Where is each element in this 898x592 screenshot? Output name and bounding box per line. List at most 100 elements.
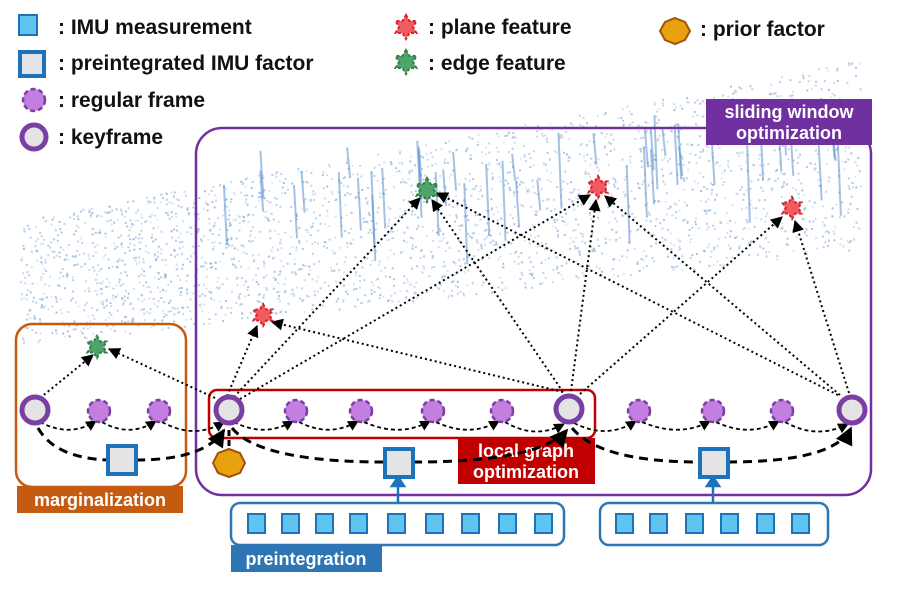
preint-arrowhead-right [704, 474, 722, 488]
frames [19, 393, 868, 426]
imu-measurement-3 [685, 513, 704, 534]
link-factor2-kf3 [412, 428, 569, 464]
imu-factor-2 [383, 447, 415, 479]
link-factor3-kf4 [727, 426, 853, 464]
legend-plane-feature: : plane feature [393, 13, 572, 41]
imu-measurement-4 [349, 513, 368, 534]
preintegration-arrows [389, 474, 722, 503]
plane-feature-1 [251, 302, 275, 328]
legend-preintegrated-imu-factor: : preintegrated IMU factor [18, 50, 314, 78]
imu-measurement-6 [791, 513, 810, 534]
imu-factor-1 [106, 444, 138, 476]
imu-factors [106, 444, 730, 479]
imu-factor-3 [698, 447, 730, 479]
edge-feature-2 [414, 176, 440, 204]
regular-frame-icon [21, 87, 47, 113]
regular-frame [700, 398, 726, 424]
local-graph-box [207, 388, 597, 440]
chain-1-2 [39, 420, 97, 431]
regular-frame [626, 398, 652, 424]
regular-frame [283, 398, 309, 424]
keyframe-1 [19, 394, 51, 426]
imu-measurement-1 [247, 513, 266, 534]
chain-12-13 [784, 421, 849, 434]
frame-chain [39, 420, 849, 434]
link-kf2-edge2 [233, 197, 421, 398]
features [85, 174, 804, 360]
legend-prior-factor: : prior factor [658, 16, 825, 46]
link-kf2-factor2 [230, 427, 386, 464]
regular-frame [146, 398, 172, 424]
legend: : IMU measurement : preintegrated IMU fa… [18, 13, 825, 152]
legend-keyframe: : keyframe [19, 122, 163, 152]
plane-feature-3 [780, 195, 804, 221]
regular-frame [769, 398, 795, 424]
imu-measurement-3 [315, 513, 334, 534]
imu-measurement-5 [387, 513, 406, 534]
preintegration-label-box [231, 545, 382, 572]
link-kf3-edge2 [431, 199, 564, 393]
keyframe-icon [19, 122, 49, 152]
imu-measurements-left [247, 513, 553, 534]
sliding-window-box [194, 126, 873, 497]
legend-plane-feature-label: : plane feature [428, 16, 572, 39]
imu-measurement-4 [720, 513, 739, 534]
link-kf4-plane2 [604, 195, 841, 396]
link-kf3-factor3 [570, 427, 701, 464]
link-kf3-plane1 [270, 318, 564, 393]
imu-measurement-6 [425, 513, 444, 534]
imu-measurement-2 [281, 513, 300, 534]
imu-measurement-1 [615, 513, 634, 534]
sliding-window-label-line1: sliding window [725, 102, 855, 122]
link-kf3-plane2 [570, 198, 601, 392]
chain-2-3 [101, 420, 157, 431]
keyframe-2 [213, 394, 245, 426]
chain-11-12 [715, 420, 780, 431]
chain-8-9 [504, 421, 565, 434]
sliding-window-label-line2: optimization [736, 123, 842, 143]
preintegrated-imu-factor-icon [18, 50, 46, 78]
link-kf2-plane1 [226, 324, 259, 397]
chain-9-10 [573, 420, 637, 432]
imu-measurement-icon [18, 14, 38, 36]
preint-arrowhead-left [389, 474, 407, 488]
prior-factor-icon [658, 16, 692, 46]
imu-measurement-7 [461, 513, 480, 534]
link-kf3-plane3 [579, 216, 783, 395]
plane-feature-icon [393, 13, 419, 41]
feature-links [39, 192, 850, 400]
keyframe-3 [553, 393, 585, 425]
point-cloud-background [20, 62, 862, 344]
legend-imu-measurement-label: : IMU measurement [58, 16, 252, 39]
chain-5-6 [298, 420, 359, 431]
legend-edge-feature: : edge feature [393, 48, 566, 76]
legend-preintegrated-imu-factor-label: : preintegrated IMU factor [58, 52, 314, 75]
edge-feature-1 [85, 334, 109, 360]
keyframe-4 [836, 394, 868, 426]
sliding-window-label-box [706, 99, 872, 145]
legend-keyframe-label: : keyframe [58, 126, 163, 149]
imu-measurement-2 [649, 513, 668, 534]
legend-regular-frame: : regular frame [21, 87, 205, 113]
imu-measurements-right [615, 513, 810, 534]
link-kf1-edge1 [39, 354, 94, 399]
regular-frame [489, 398, 515, 424]
regular-frame [348, 398, 374, 424]
legend-imu-measurement: : IMU measurement [18, 14, 252, 39]
preintegration-label: preintegration [245, 549, 366, 569]
edge-feature-icon [393, 48, 419, 76]
plane-feature-2 [586, 174, 610, 200]
imu-measurement-9 [534, 513, 553, 534]
legend-edge-feature-label: : edge feature [428, 52, 566, 75]
local-graph-label-line2: optimization [473, 462, 579, 482]
link-kf4-plane3 [792, 219, 850, 394]
legend-regular-frame-label: : regular frame [58, 89, 205, 112]
imu-factor-links [36, 426, 853, 464]
marginalization-label: marginalization [34, 490, 166, 510]
chain-7-8 [435, 420, 500, 431]
regular-frame [86, 398, 112, 424]
legend-prior-factor-label: : prior factor [700, 18, 825, 41]
link-kf2-plane2 [239, 194, 592, 400]
chain-3-4 [161, 421, 225, 432]
